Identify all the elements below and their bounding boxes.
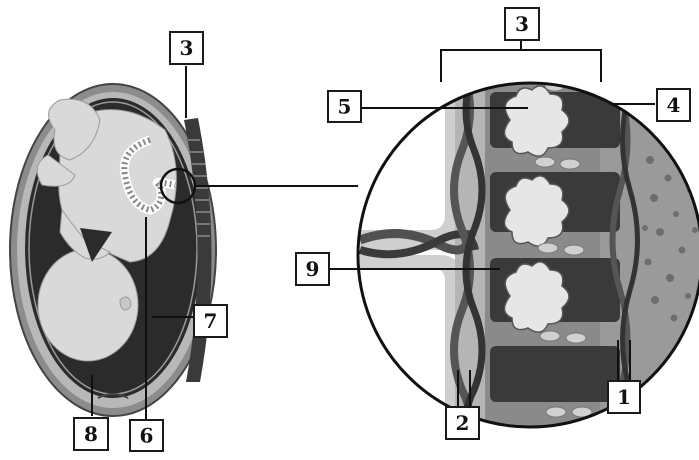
label-7: 7: [194, 305, 227, 337]
label-8: 8: [74, 418, 108, 450]
label-6: 6: [130, 420, 163, 451]
label-2: 2: [446, 407, 479, 439]
svg-text:9: 9: [306, 257, 320, 281]
svg-text:3: 3: [515, 12, 529, 36]
svg-text:4: 4: [667, 93, 681, 117]
label-1: 1: [608, 381, 640, 413]
label-5: 5: [328, 91, 361, 122]
svg-text:8: 8: [84, 422, 98, 446]
svg-text:1: 1: [617, 385, 631, 409]
label-3-left: 3: [170, 32, 203, 64]
svg-text:5: 5: [338, 95, 352, 119]
magnified-placenta: [350, 70, 699, 450]
chorionic-villi: [504, 86, 569, 332]
label-9: 9: [296, 253, 329, 285]
svg-text:3: 3: [180, 36, 194, 60]
svg-text:2: 2: [456, 411, 470, 435]
uterus-illustration: [10, 84, 216, 416]
label-4: 4: [657, 89, 690, 121]
svg-text:6: 6: [140, 424, 154, 448]
svg-text:7: 7: [204, 309, 218, 333]
label-3-right: 3: [505, 8, 539, 40]
